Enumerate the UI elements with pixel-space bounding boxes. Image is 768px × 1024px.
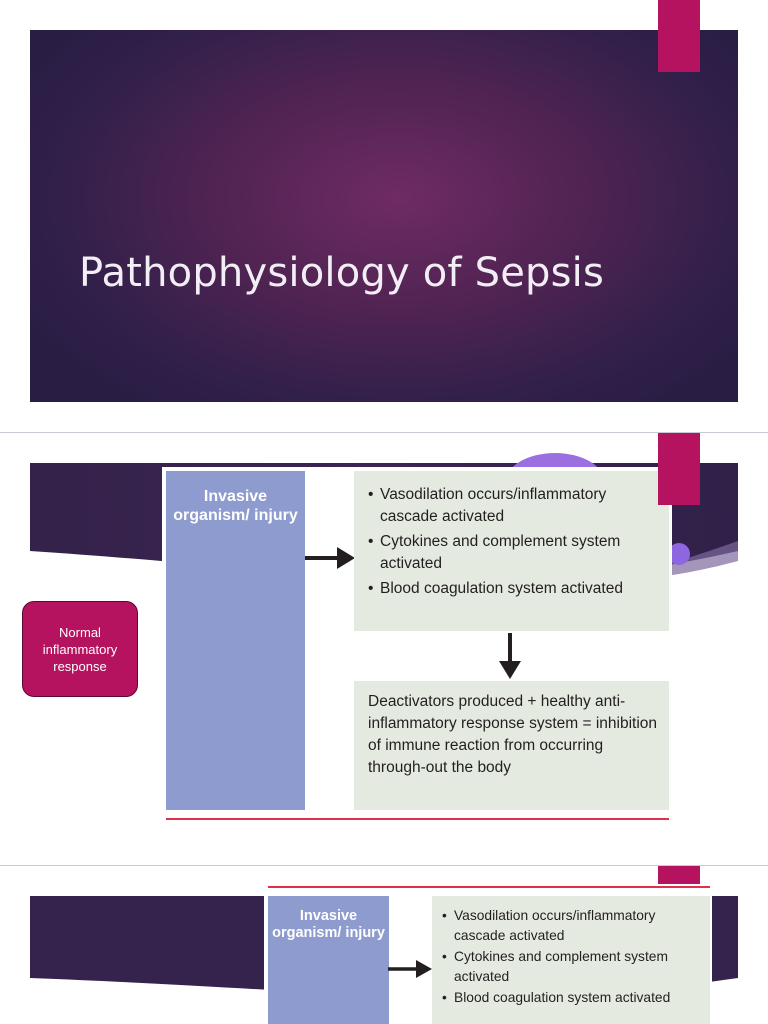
list-item: •Vasodilation occurs/inflammatory cascad…: [442, 908, 656, 943]
arrow-right-icon: [388, 960, 432, 978]
slide-title-text: Pathophysiology of Sepsis: [79, 250, 604, 296]
decorative-circle: [668, 543, 690, 565]
activation-box: •Vasodilation occurs/inflammatory cascad…: [432, 896, 710, 1024]
list-item: •Blood coagulation system activated: [442, 990, 671, 1005]
arrow-right-icon: [305, 547, 355, 569]
slide-divider: [0, 865, 768, 866]
arrow-down-icon: [499, 633, 521, 679]
list-item: •Vasodilation occurs/inflammatory cascad…: [368, 486, 607, 525]
slide-title: Pathophysiology of Sepsis: [0, 0, 768, 432]
invasive-organism-box: Invasive organism/ injury: [268, 896, 389, 1024]
accent-tab: [658, 0, 700, 72]
list-item: •Cytokines and complement system activat…: [442, 949, 668, 984]
slide-normal-inflammatory-response: Invasive organism/ injury •Vasodilation …: [0, 433, 768, 865]
figure-rule: [166, 818, 669, 820]
activation-box: •Vasodilation occurs/inflammatory cascad…: [354, 471, 669, 631]
normal-inflammatory-response-label: Normal inflammatory response: [22, 601, 138, 697]
accent-tab: [658, 866, 700, 884]
figure-rule: [268, 886, 710, 888]
list-item: •Cytokines and complement system activat…: [368, 533, 621, 572]
pathophysiology-figure: Invasive organism/ injury •Vasodilation …: [264, 886, 712, 1024]
list-item: •Blood coagulation system activated: [368, 580, 623, 597]
title-slide-background: [30, 30, 738, 402]
accent-tab: [658, 433, 700, 505]
pathophysiology-figure: Invasive organism/ injury •Vasodilation …: [162, 467, 672, 822]
deactivation-box: Deactivators produced + healthy anti-inf…: [354, 681, 669, 810]
slide-divider: [0, 432, 768, 433]
slide-inflammatory-response-continued: Invasive organism/ injury •Vasodilation …: [0, 866, 768, 1024]
invasive-organism-box: Invasive organism/ injury: [166, 471, 305, 810]
